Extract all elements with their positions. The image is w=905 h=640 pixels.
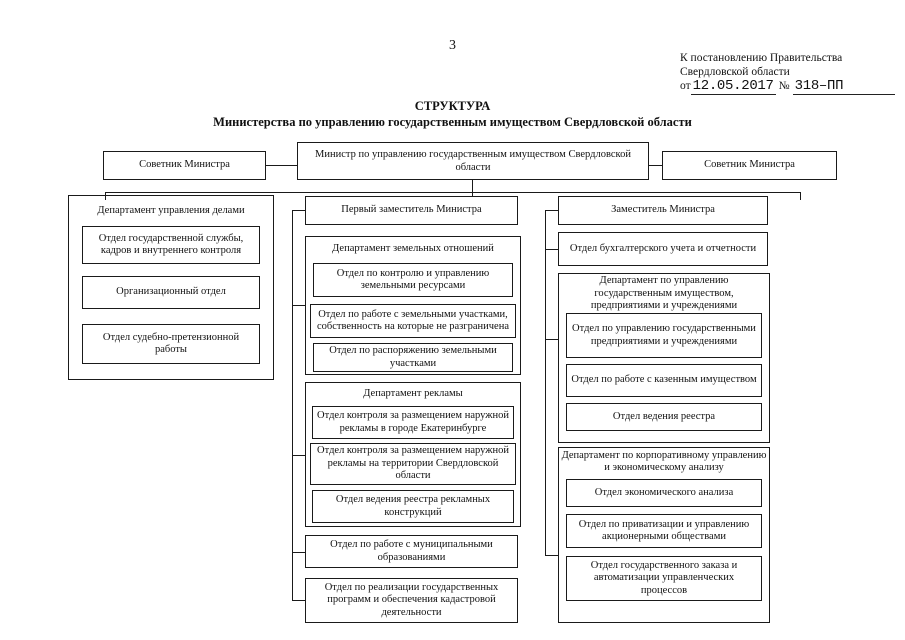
box-corporate-1: Отдел по приватизации и управлению акцио… bbox=[566, 514, 762, 548]
connector-minister-advisor-left bbox=[266, 165, 297, 166]
deputy-box: Заместитель Министра bbox=[558, 196, 768, 225]
approval-date: 12.05.2017 bbox=[690, 78, 776, 95]
box-deputy-loose-0: Отдел бухгалтерского учета и отчетности bbox=[558, 232, 768, 266]
group-corporate-header: Департамент по корпоративному управлению… bbox=[561, 449, 767, 474]
approval-no-label: № bbox=[778, 80, 790, 92]
box-land-1: Отдел по работе с земельными участками, … bbox=[310, 304, 516, 338]
connector-drop-affairs bbox=[105, 192, 106, 200]
box-first-deputy-loose-0: Отдел по работе с муниципальными образов… bbox=[305, 535, 518, 568]
box-property-0: Отдел по управлению государственными пре… bbox=[566, 313, 762, 358]
group-property-header: Департамент по управлению государственны… bbox=[590, 275, 738, 312]
group-land-header: Департамент земельных отношений bbox=[332, 242, 494, 254]
group-ads-header: Департамент рекламы bbox=[363, 387, 463, 399]
box-land-0: Отдел по контролю и управлению земельным… bbox=[313, 263, 513, 297]
box-ads-2: Отдел ведения реестра рекламных конструк… bbox=[312, 490, 514, 523]
box-land-2: Отдел по распоряжению земельными участка… bbox=[313, 343, 513, 372]
approval-block: К постановлению Правительства Свердловск… bbox=[680, 52, 895, 95]
box-corporate-2: Отдел государственного заказа и автомати… bbox=[566, 556, 762, 601]
page-number: 3 bbox=[449, 38, 456, 53]
connector-distribution-bar bbox=[105, 192, 800, 193]
approval-line-3: от 12.05.2017 № 318–ПП bbox=[680, 78, 895, 95]
box-ads-0: Отдел контроля за размещением наружной р… bbox=[312, 406, 514, 439]
connector-corporate-group bbox=[545, 555, 558, 556]
box-affairs-1: Организационный отдел bbox=[82, 276, 260, 309]
minister-box: Министр по управлению государственным им… bbox=[297, 142, 649, 180]
approval-ot-label: от bbox=[680, 80, 691, 92]
connector-municipal bbox=[292, 552, 305, 553]
box-property-1: Отдел по работе с казенным имуществом bbox=[566, 364, 762, 397]
advisor-left-box: Советник Министра bbox=[103, 151, 266, 180]
box-property-2: Отдел ведения реестра bbox=[566, 403, 762, 431]
document-title: СТРУКТУРА bbox=[414, 99, 491, 113]
connector-property-group bbox=[545, 339, 558, 340]
box-affairs-2: Отдел судебно-претензионной работы bbox=[82, 324, 260, 364]
connector-ads-group bbox=[292, 455, 305, 456]
first-deputy-box: Первый заместитель Министра bbox=[305, 196, 518, 225]
box-corporate-0: Отдел экономического анализа bbox=[566, 479, 762, 507]
connector-minister-advisor-right bbox=[649, 165, 662, 166]
connector-deputy-head bbox=[545, 210, 558, 211]
box-first-deputy-loose-1: Отдел по реализации государственных прог… bbox=[305, 578, 518, 623]
connector-minister-stem bbox=[472, 180, 473, 193]
box-affairs-0: Отдел государственной службы, кадров и в… bbox=[82, 226, 260, 264]
group-affairs-header: Департамент управления делами bbox=[97, 204, 245, 216]
box-ads-1: Отдел контроля за размещением наружной р… bbox=[310, 443, 516, 485]
connector-land-group bbox=[292, 305, 305, 306]
advisor-right-box: Советник Министра bbox=[662, 151, 837, 180]
approval-number: 318–ПП bbox=[792, 79, 895, 95]
connector-drop-deputy bbox=[800, 192, 801, 200]
connector-accounting bbox=[545, 249, 558, 250]
connector-programs bbox=[292, 600, 305, 601]
document-subtitle: Министерства по управлению государственн… bbox=[213, 115, 692, 129]
spine-deputy bbox=[545, 210, 546, 555]
connector-first-deputy-head bbox=[292, 210, 305, 211]
approval-line-1: К постановлению Правительства bbox=[680, 52, 843, 64]
approval-line-2: Свердловской области bbox=[680, 65, 790, 78]
spine-first-deputy bbox=[292, 210, 293, 600]
